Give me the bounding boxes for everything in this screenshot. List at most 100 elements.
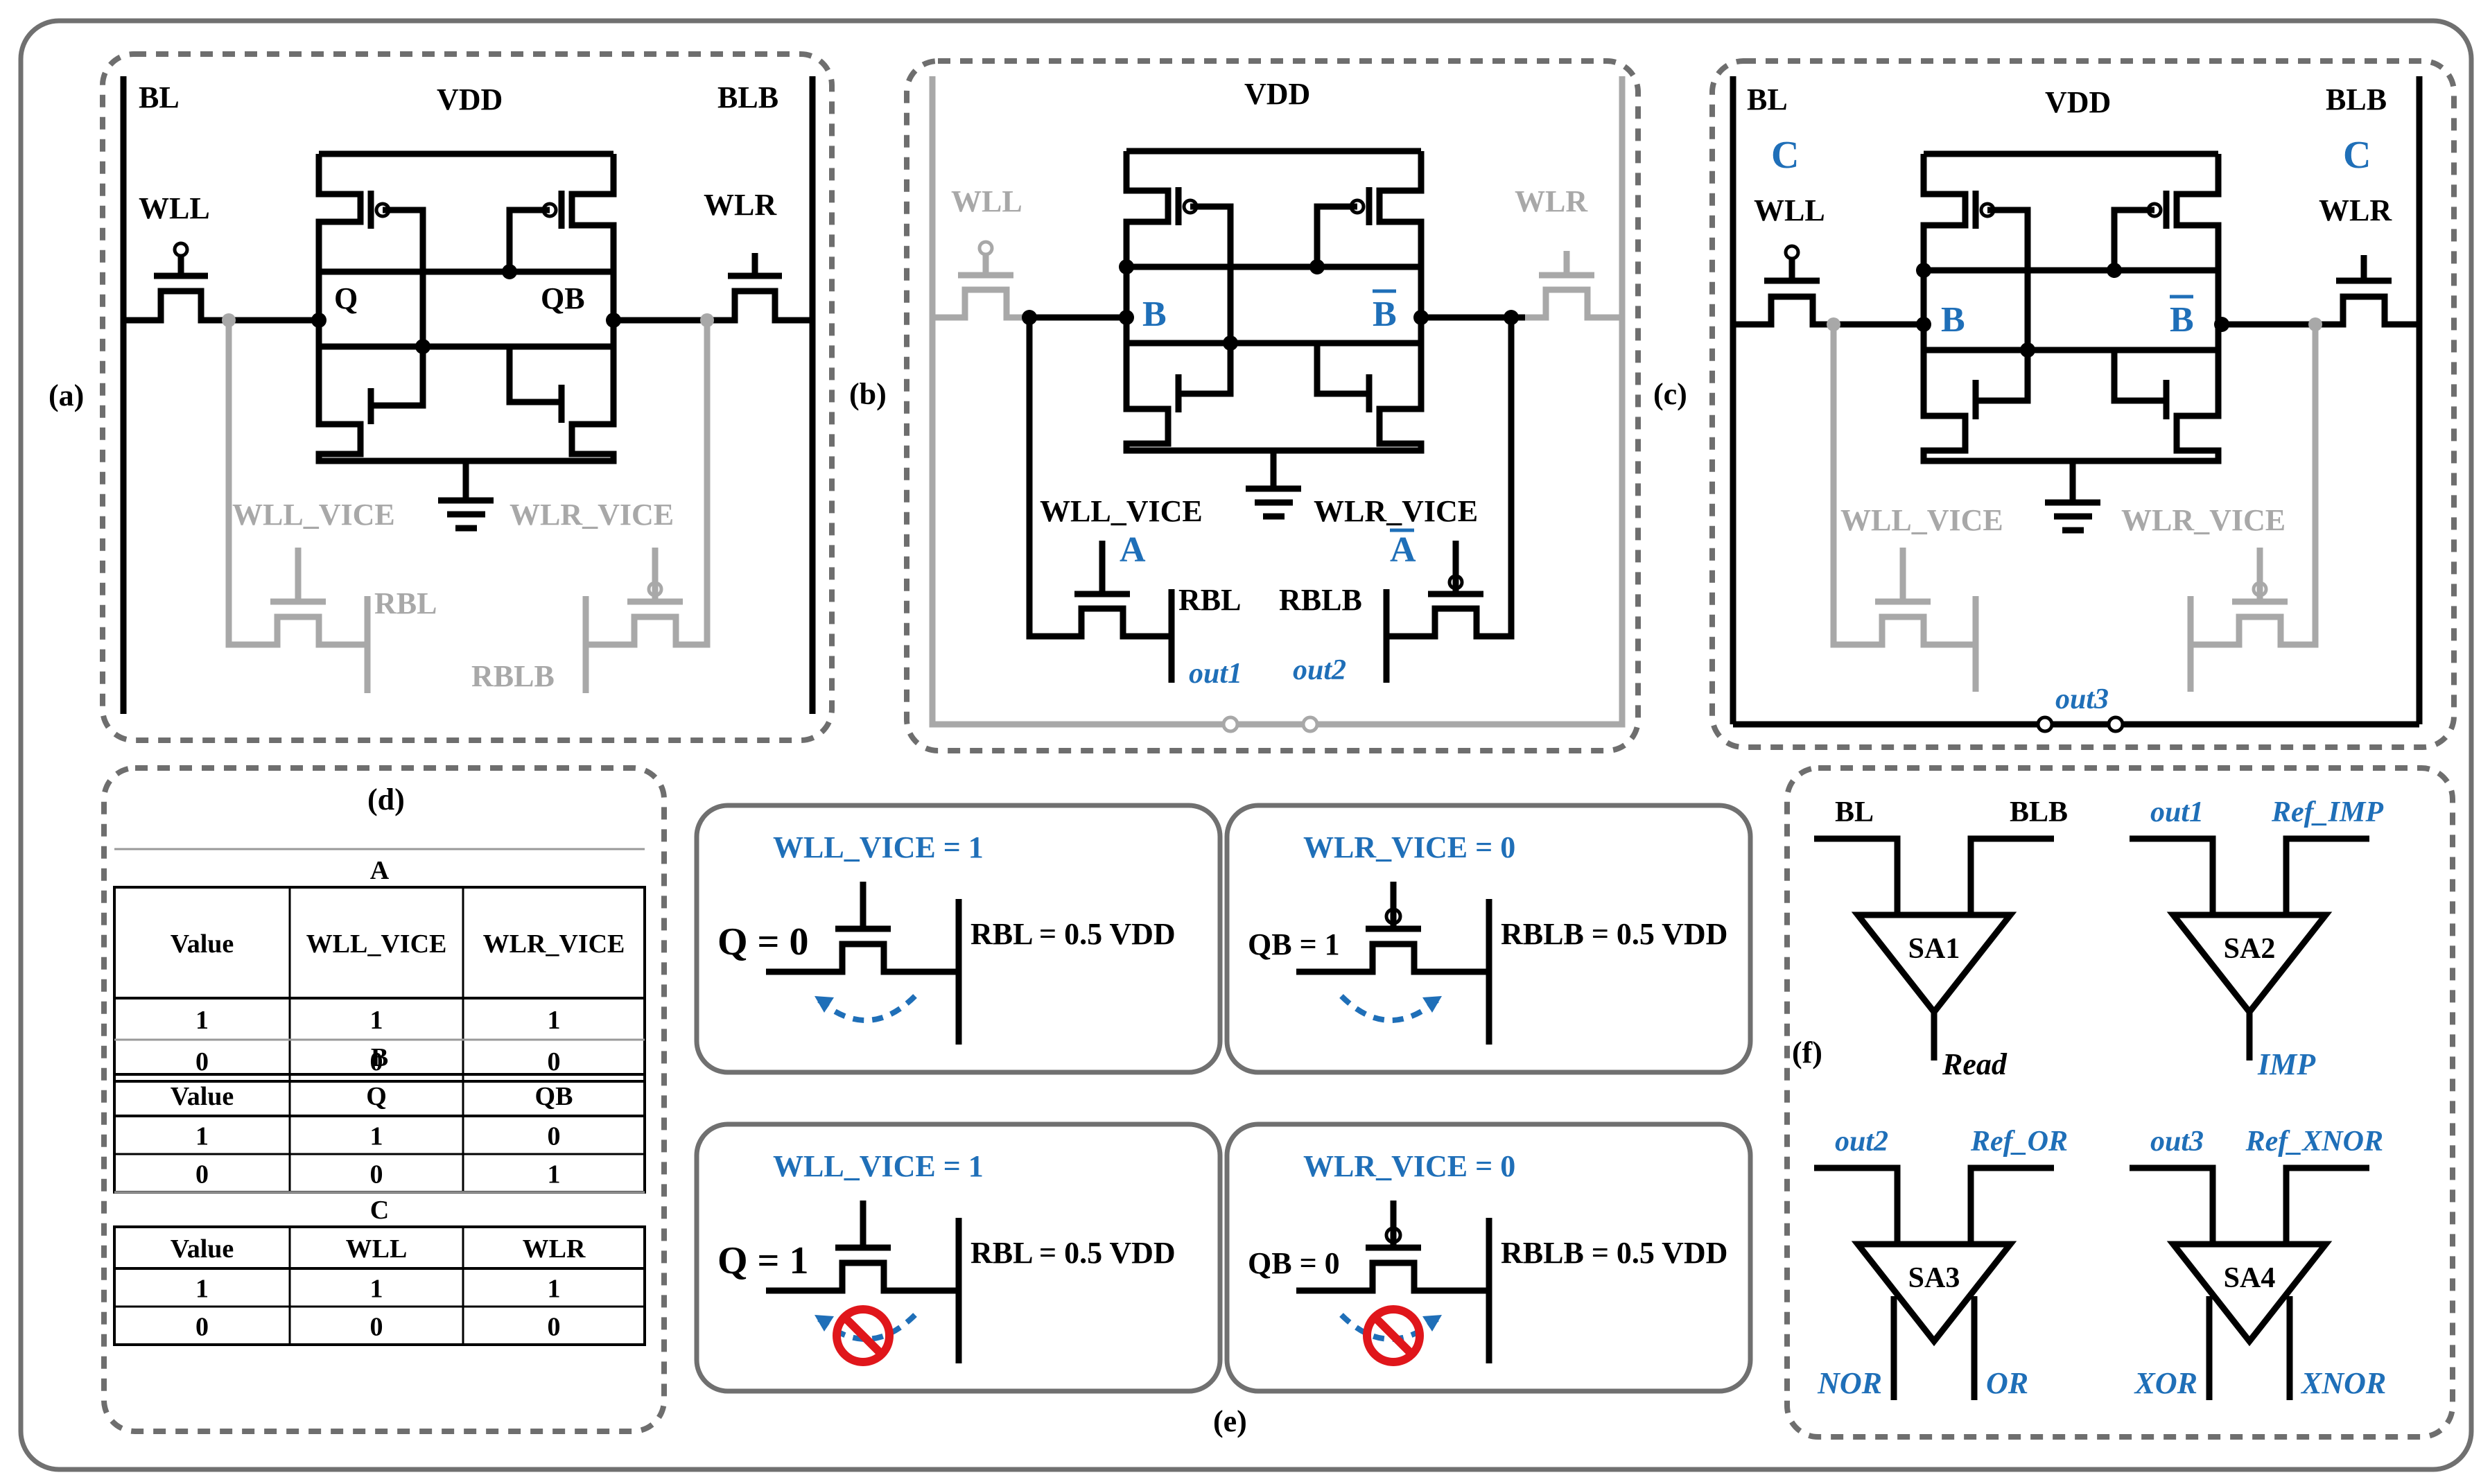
rbl-label: RBL bbox=[374, 586, 437, 620]
wlr-label-c: WLR bbox=[2319, 193, 2392, 227]
sense-amp-output-left: XOR bbox=[2134, 1366, 2197, 1400]
sense-amp-name: SA1 bbox=[1908, 933, 1960, 965]
sense-amp-input-right: Ref_IMP bbox=[2271, 796, 2383, 828]
access-transistor-right bbox=[697, 253, 812, 324]
table-cell: 1 bbox=[195, 1275, 209, 1304]
read-transistors-active bbox=[1022, 310, 1519, 683]
wll-label: WLL bbox=[139, 191, 210, 225]
sense-amp-input-left: out3 bbox=[2150, 1126, 2204, 1158]
panel-f-tag: (f) bbox=[1792, 1036, 1822, 1070]
panel-d-border bbox=[101, 765, 667, 1434]
rblb-label-b: RBLB bbox=[1279, 583, 1362, 617]
table-cell: 1 bbox=[370, 1122, 383, 1151]
table-header: WLL_VICE bbox=[306, 929, 447, 959]
node-b-bar-label: B bbox=[1373, 295, 1397, 334]
sense-amp-input-left: BL bbox=[1835, 796, 1874, 828]
node-state: QB = 0 bbox=[1248, 1246, 1340, 1280]
table-cell: 0 bbox=[370, 1047, 383, 1076]
wll-label-b: WLL bbox=[951, 184, 1022, 218]
out2-label: out2 bbox=[1293, 654, 1346, 686]
control-label: WLR_VICE = 0 bbox=[1303, 1149, 1515, 1183]
table-cell: 1 bbox=[548, 1160, 561, 1189]
control-label: WLL_VICE = 1 bbox=[773, 830, 984, 864]
blocked-icon bbox=[833, 1305, 894, 1366]
wll-vice-label: WLL_VICE bbox=[232, 498, 395, 532]
node-b-label-c: B bbox=[1941, 300, 1965, 340]
sense-amp-input-right: Ref_OR bbox=[1970, 1126, 2068, 1158]
read-path-inactive-c bbox=[1827, 317, 2322, 692]
sense-amp-input-left: out2 bbox=[1835, 1126, 1888, 1158]
wll-vice-label-c: WLL_VICE bbox=[1840, 503, 2003, 537]
readline-state: RBLB = 0.5 VDD bbox=[1501, 1236, 1727, 1270]
wlr-vice-label: WLR_VICE bbox=[510, 498, 674, 532]
table-header: Value bbox=[171, 929, 234, 959]
control-label: WLR_VICE = 0 bbox=[1303, 830, 1515, 864]
bitline-frame-inactive bbox=[929, 76, 1626, 728]
table-header: WLR bbox=[523, 1234, 586, 1264]
sense-amp-input-right: Ref_XNOR bbox=[2245, 1126, 2383, 1158]
bl-label-c: BL bbox=[1747, 82, 1788, 116]
qb-node-label: QB bbox=[541, 281, 585, 315]
table-cell: 0 bbox=[548, 1047, 561, 1076]
readline-state: RBLB = 0.5 VDD bbox=[1501, 917, 1727, 951]
table-cell: 1 bbox=[195, 1006, 209, 1035]
panel-b-tag: (b) bbox=[849, 377, 887, 411]
table-cell: 0 bbox=[370, 1160, 383, 1189]
access-transistors-c bbox=[1733, 244, 2419, 328]
outer-frame bbox=[18, 18, 2474, 1472]
sense-amp-name: SA3 bbox=[1908, 1262, 1960, 1294]
table-header: WLL bbox=[346, 1234, 408, 1264]
sense-amp-name: SA2 bbox=[2224, 933, 2276, 965]
sense-amp-output-right: XNOR bbox=[2300, 1366, 2386, 1400]
input-a-label-left: A bbox=[1120, 530, 1146, 570]
table-header: Value bbox=[171, 1082, 234, 1111]
table-cell: 1 bbox=[548, 1275, 561, 1304]
vdd-label-c: VDD bbox=[2045, 85, 2111, 119]
table-title: A bbox=[370, 856, 390, 885]
sense-amp-input-right: BLB bbox=[2010, 796, 2068, 828]
input-c-label-right: C bbox=[2343, 134, 2371, 177]
input-a-label-right: A bbox=[1390, 530, 1416, 570]
wll-label-c: WLL bbox=[1754, 193, 1825, 227]
readline-state: RBL = 0.5 VDD bbox=[970, 1236, 1176, 1270]
sense-amp-output: IMP bbox=[2257, 1047, 2316, 1081]
table-header: Value bbox=[171, 1234, 234, 1264]
rbl-label-b: RBL bbox=[1178, 583, 1241, 617]
table-cell: 1 bbox=[370, 1275, 383, 1304]
table-title: B bbox=[371, 1043, 388, 1072]
ground-symbol bbox=[438, 461, 494, 532]
access-transistor-left bbox=[123, 241, 239, 324]
table-cell: 1 bbox=[370, 1006, 383, 1035]
ground-symbol-c bbox=[2045, 461, 2100, 534]
sense-amp-output-right: OR bbox=[1986, 1366, 2028, 1400]
vdd-label-b: VDD bbox=[1244, 77, 1310, 111]
operation-box: WLR_VICE = 0 QB = 0 RBLB = 0.5 VDD bbox=[1224, 1121, 1753, 1394]
blocked-icon bbox=[1363, 1305, 1424, 1366]
access-transistors-inactive bbox=[932, 240, 1622, 321]
wlr-label: WLR bbox=[704, 188, 777, 222]
panel-a-border bbox=[100, 51, 835, 743]
table-cell: 0 bbox=[548, 1122, 561, 1151]
table-title: C bbox=[370, 1196, 389, 1225]
table-header: Q bbox=[366, 1082, 387, 1111]
blb-label: BLB bbox=[717, 80, 778, 114]
node-state: Q = 1 bbox=[717, 1239, 808, 1282]
panel-f-border bbox=[1784, 765, 2455, 1440]
panel-d-tag: (d) bbox=[367, 783, 405, 817]
table-header: QB bbox=[535, 1082, 573, 1111]
cross-coupled-inverters-c bbox=[1916, 150, 2229, 464]
table-cell: 0 bbox=[195, 1313, 209, 1342]
out1-label: out1 bbox=[1189, 658, 1242, 690]
